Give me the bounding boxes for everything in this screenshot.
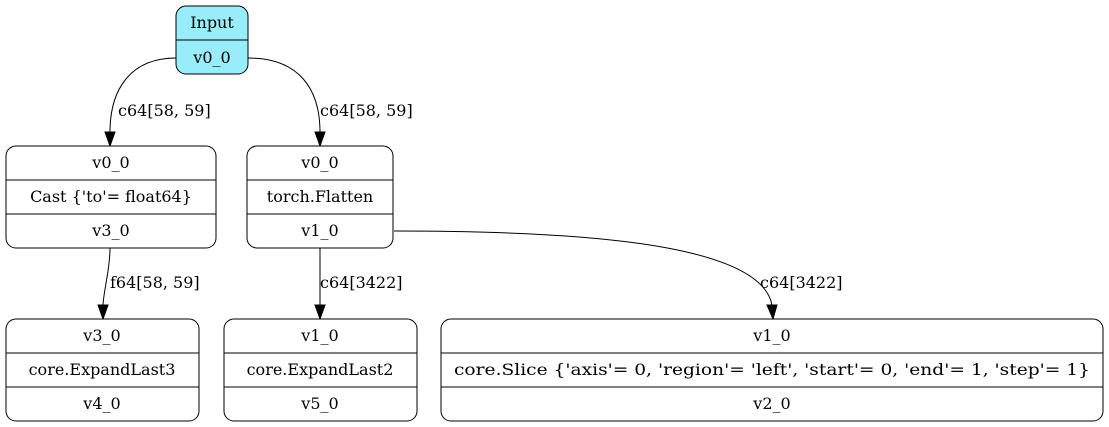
node-input-var: v0_0 bbox=[300, 153, 338, 172]
node-output: v0_0 bbox=[192, 48, 230, 67]
edge-input-to-flatten: c64[58, 59] bbox=[247, 57, 413, 148]
arrowhead bbox=[314, 131, 326, 148]
node-operation: Cast {'to'= float64} bbox=[30, 187, 192, 206]
arrowhead bbox=[104, 131, 116, 148]
arrowhead bbox=[314, 304, 326, 321]
node-input-var: v1_0 bbox=[300, 326, 338, 345]
edge-label: c64[58, 59] bbox=[320, 101, 413, 120]
node-input-var: v1_0 bbox=[752, 326, 790, 345]
edge-label: c64[58, 59] bbox=[118, 101, 211, 120]
node-input[interactable]: Input v0_0 bbox=[175, 5, 249, 75]
arrowhead bbox=[97, 304, 109, 321]
edge-cast-to-expand3: f64[58, 59] bbox=[97, 247, 200, 321]
node-operation: core.ExpandLast3 bbox=[29, 360, 176, 379]
node-flatten[interactable]: v0_0 torch.Flatten v1_0 bbox=[246, 145, 394, 249]
node-expandlast2[interactable]: v1_0 core.ExpandLast2 v5_0 bbox=[223, 318, 418, 422]
node-input-var: v3_0 bbox=[82, 326, 120, 345]
node-output: v3_0 bbox=[91, 221, 129, 240]
edge-label: f64[58, 59] bbox=[110, 273, 200, 292]
node-expandlast3[interactable]: v3_0 core.ExpandLast3 v4_0 bbox=[5, 318, 200, 422]
node-title: Input bbox=[190, 13, 234, 32]
edge-label: c64[3422] bbox=[760, 273, 843, 292]
node-output: v5_0 bbox=[300, 394, 338, 413]
node-operation: core.ExpandLast2 bbox=[247, 360, 394, 379]
edge-flatten-to-slice: c64[3422] bbox=[393, 230, 843, 321]
node-cast[interactable]: v0_0 Cast {'to'= float64} v3_0 bbox=[5, 145, 217, 249]
node-input-var: v0_0 bbox=[91, 153, 129, 172]
node-output: v4_0 bbox=[82, 394, 120, 413]
edge-input-to-cast: c64[58, 59] bbox=[104, 57, 211, 148]
edge-label: c64[3422] bbox=[320, 273, 403, 292]
node-operation: torch.Flatten bbox=[267, 187, 373, 206]
node-slice[interactable]: v1_0 core.Slice {'axis'= 0, 'region'= 'l… bbox=[440, 318, 1104, 422]
arrowhead bbox=[766, 304, 778, 321]
edge-flatten-to-expand2: c64[3422] bbox=[314, 248, 403, 321]
node-output: v2_0 bbox=[752, 394, 790, 413]
node-output: v1_0 bbox=[300, 221, 338, 240]
node-operation: core.Slice {'axis'= 0, 'region'= 'left',… bbox=[454, 360, 1090, 379]
